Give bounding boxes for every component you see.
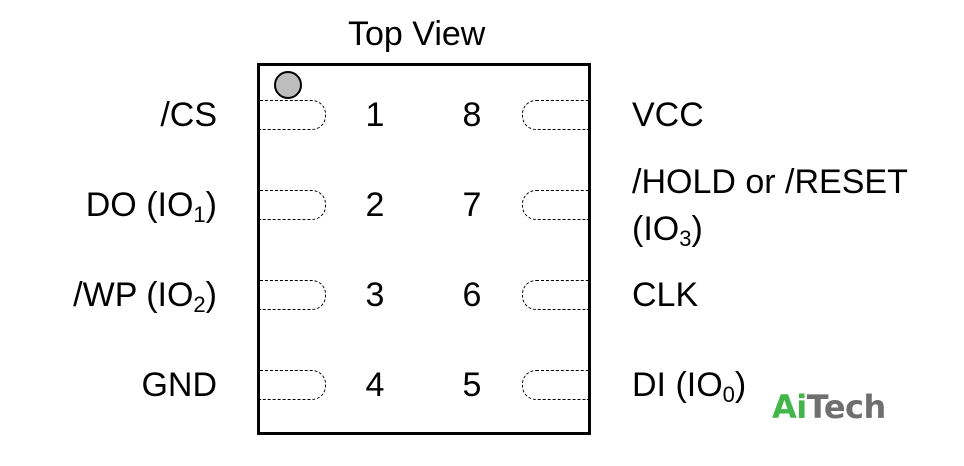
pin-number-6: 6 — [462, 276, 482, 314]
pin-number-2: 2 — [365, 186, 385, 224]
pin-label-3: /WP (IO2) — [73, 275, 217, 317]
pin-label-7-line2: (IO3) — [632, 209, 703, 251]
pin-label-8-text: VCC — [632, 96, 704, 134]
aitech-logo: AiTech — [772, 387, 886, 427]
pin-pad-7 — [522, 190, 588, 220]
pin-label-7-sub: 3 — [679, 226, 692, 251]
pin-number-7: 7 — [462, 186, 482, 224]
pin-label-4-text: GND — [141, 366, 217, 404]
package-outline — [257, 63, 591, 435]
pin-number-3: 3 — [365, 276, 385, 314]
pin-label-2-text: DO (IO — [85, 186, 194, 224]
pin-label-4: GND — [141, 365, 217, 405]
logo-tech-text: Tech — [806, 388, 887, 426]
pin-label-1: /CS — [160, 95, 217, 135]
pin-label-6: CLK — [632, 275, 698, 315]
pin-pad-5 — [522, 370, 588, 400]
pin-label-7-text: /HOLD or /RESET — [632, 163, 908, 201]
pin-label-1-text: /CS — [160, 96, 217, 134]
pin-number-4: 4 — [365, 366, 385, 404]
pin-label-8: VCC — [632, 95, 704, 135]
pin-label-7-suffix: ) — [691, 210, 703, 248]
pin-number-1: 1 — [365, 96, 385, 134]
pin-pad-1 — [260, 100, 326, 130]
pin-label-2-sub: 1 — [193, 202, 206, 227]
pin-pad-3 — [260, 280, 326, 310]
diagram-title: Top View — [348, 15, 486, 53]
pin-number-8: 8 — [462, 96, 482, 134]
pin-pad-4 — [260, 370, 326, 400]
pin-label-2-suffix: ) — [205, 186, 217, 224]
pin-label-6-text: CLK — [632, 276, 699, 314]
logo-ai-text: Ai — [772, 388, 807, 426]
pin-label-7-line1: /HOLD or /RESET — [632, 162, 908, 202]
pin1-marker — [274, 71, 302, 99]
pin-label-3-sub: 2 — [193, 292, 206, 317]
pin-pad-8 — [522, 100, 588, 130]
pin-label-5-suffix: ) — [734, 366, 747, 404]
pin-pad-2 — [260, 190, 326, 220]
pin-pad-6 — [522, 280, 588, 310]
pin-label-5-text: DI (IO — [632, 366, 723, 404]
pin-label-3-suffix: ) — [205, 276, 217, 314]
pin-label-2: DO (IO1) — [85, 185, 217, 227]
pin-label-5-sub: 0 — [722, 382, 735, 407]
pin-label-7-line2-text: (IO — [632, 210, 680, 248]
pin-label-5: DI (IO0) — [632, 365, 747, 407]
pin-number-5: 5 — [462, 366, 482, 404]
pin-label-3-text: /WP (IO — [73, 276, 194, 314]
